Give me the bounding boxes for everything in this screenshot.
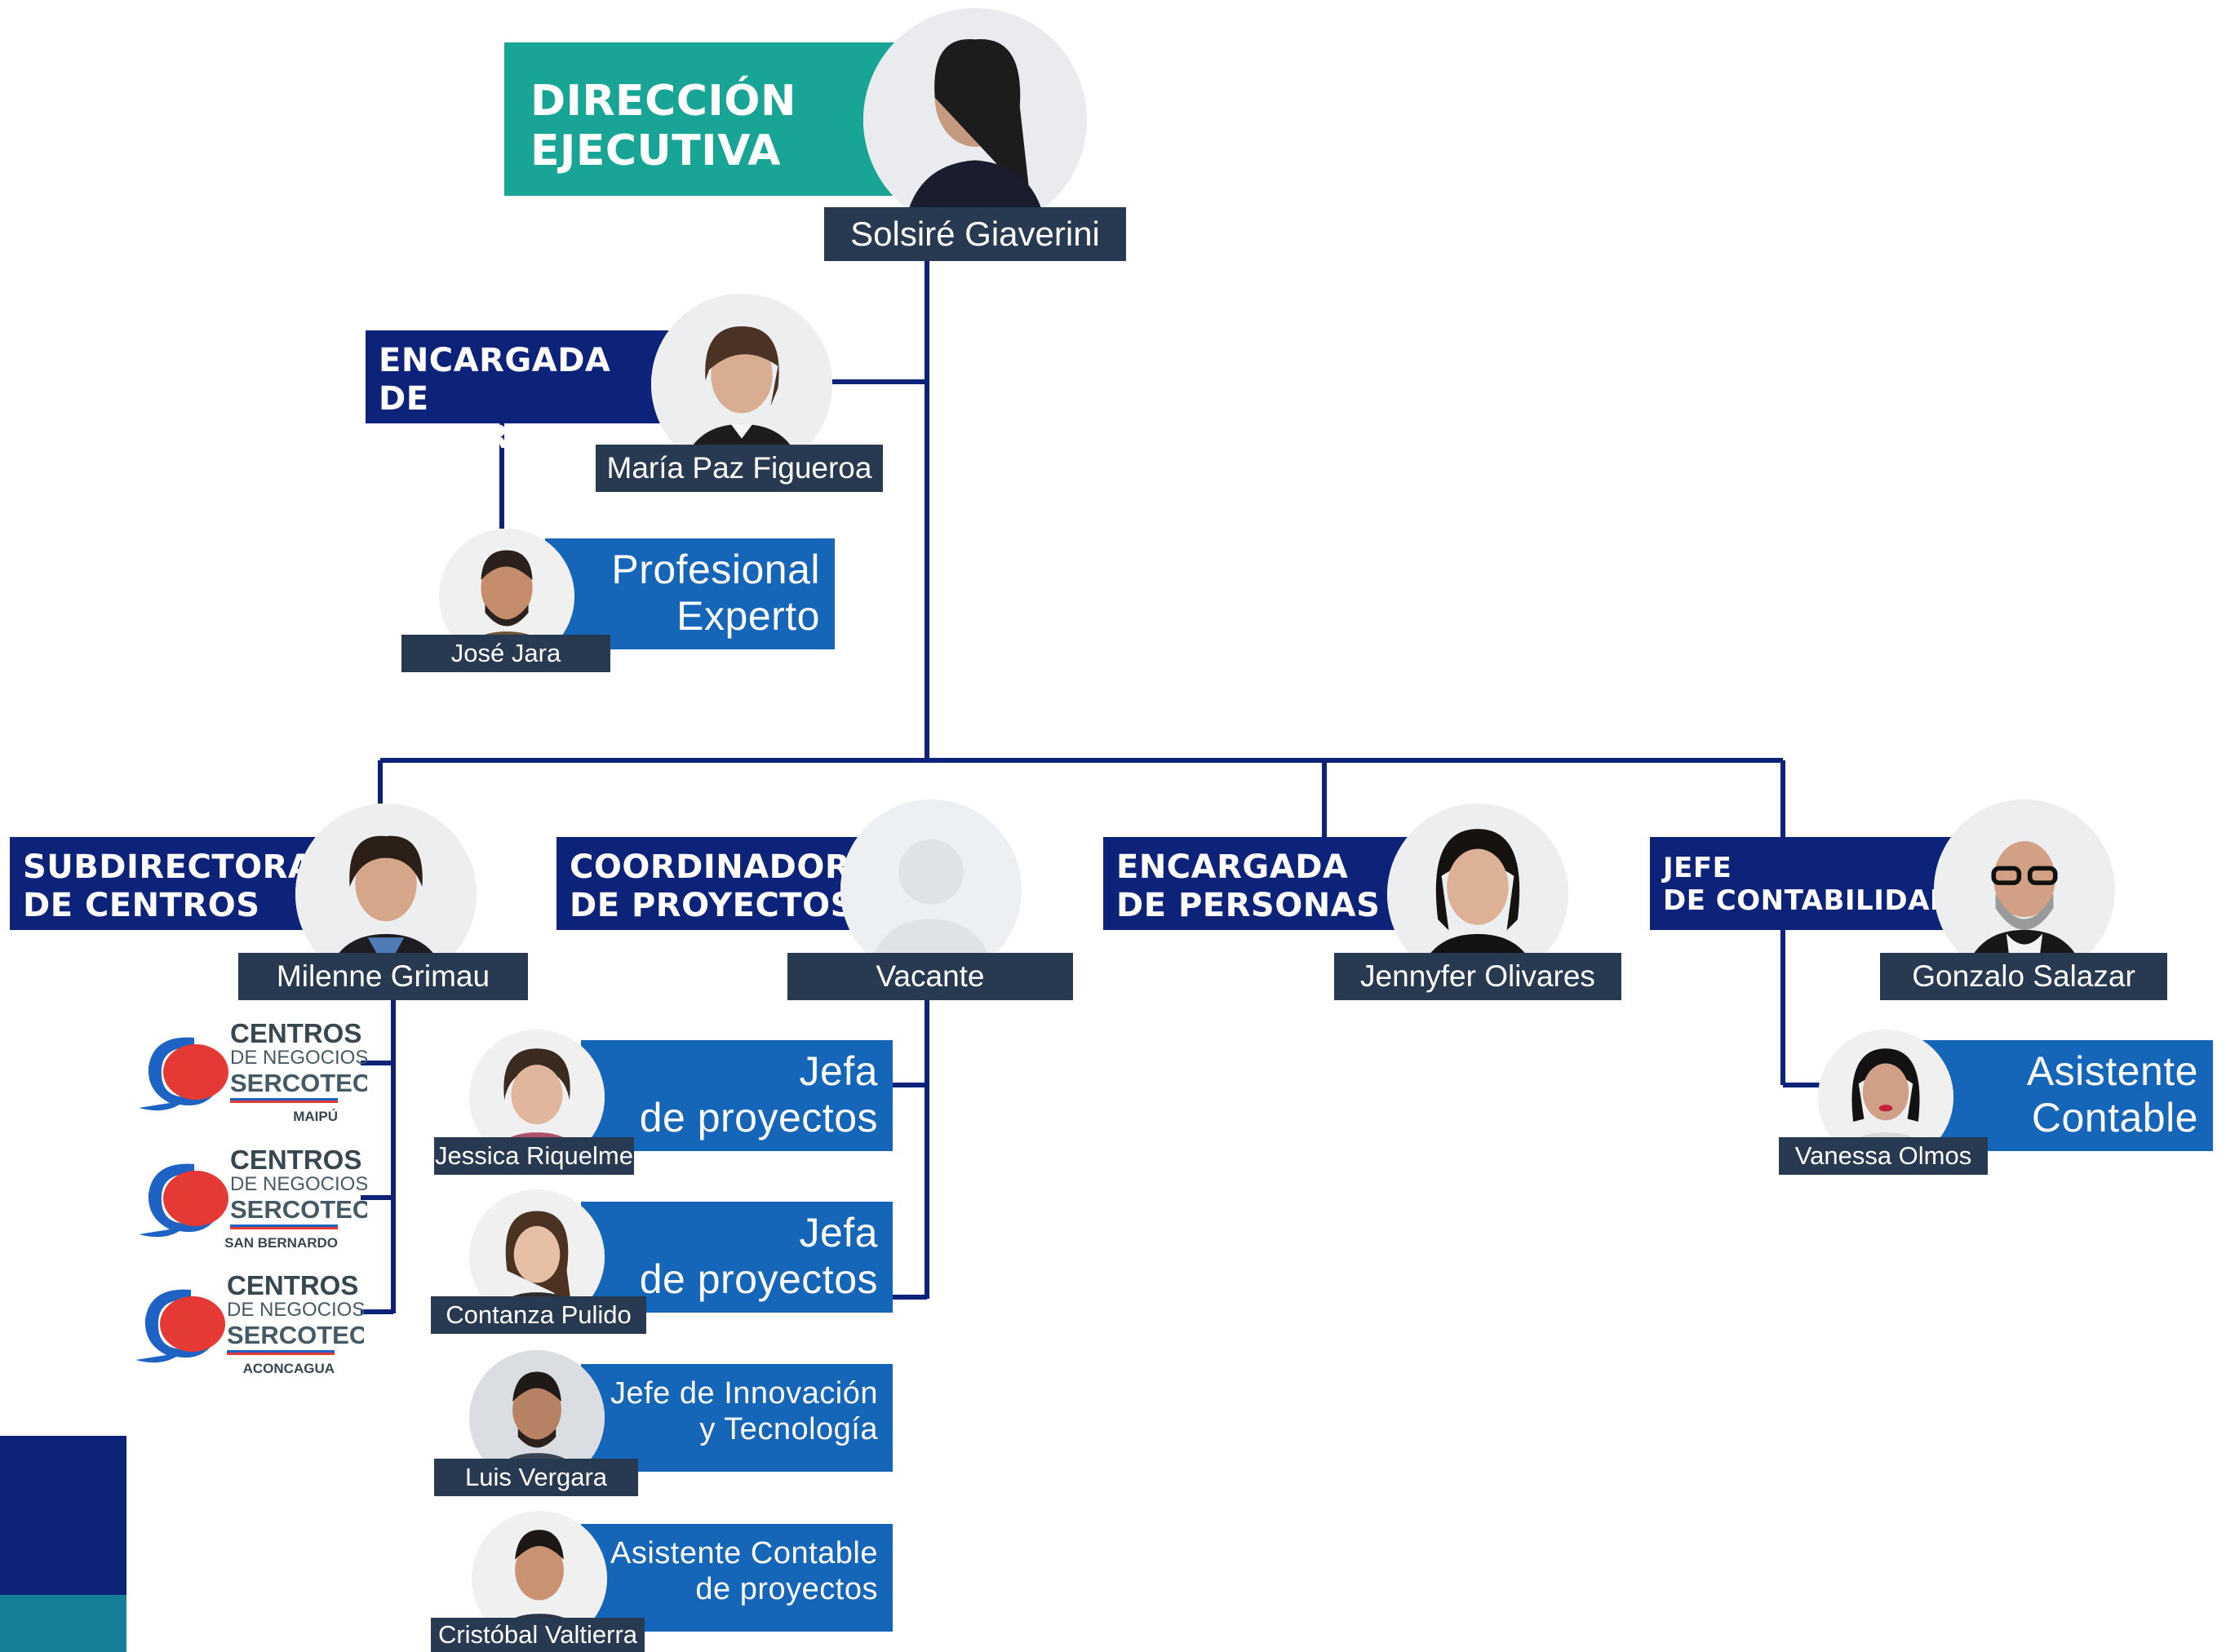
logo-line3: SERCOTEC — [227, 1321, 364, 1349]
coordinador-title-line2: DE PROYECTOS — [570, 887, 854, 925]
fundraising-title-line1: ENCARGADA — [379, 342, 611, 379]
personas-title-line2: DE PERSONAS — [1116, 887, 1381, 925]
logo-line3: SERCOTEC — [230, 1195, 367, 1224]
profesional-role-box: Profesional Experto — [545, 538, 835, 649]
logo-line3: SERCOTEC — [230, 1069, 367, 1097]
contabilidad-title-box: JEFE DE CONTABILIDAD — [1650, 837, 1968, 930]
logo-red-bubble — [163, 1171, 228, 1226]
vacante-avatar — [840, 799, 1022, 981]
cristobal-role-box: Asistente Contable de proyectos — [581, 1524, 893, 1632]
logo-line2: DE NEGOCIOS — [227, 1299, 364, 1321]
contabilidad-name: Gonzalo Salazar — [1880, 953, 2167, 1000]
jessica-role-line1: Jefa — [799, 1048, 878, 1094]
personas-name: Jennyfer Olivares — [1334, 953, 1621, 1000]
jessica-role-box: Jefa de proyectos — [581, 1040, 893, 1151]
logo-line1: CENTROS — [227, 1270, 358, 1300]
logo-line1: CENTROS — [230, 1145, 361, 1175]
luis-name: Luis Vergara — [434, 1459, 638, 1496]
vacante-name: Vacante — [787, 953, 1073, 1000]
subdirectora-name: Milenne Grimau — [238, 953, 528, 1000]
logo-blue-shape — [139, 1163, 219, 1238]
personas-title-box: ENCARGADA DE PERSONAS — [1103, 837, 1421, 930]
subdirectora-title-line1: SUBDIRECTORA — [23, 848, 314, 886]
asistente-role-line1: Asistente — [2026, 1048, 2198, 1094]
contabilidad-title-line2: DE CONTABILIDAD — [1663, 884, 1953, 918]
logo-location: MAIPÚ — [293, 1109, 338, 1124]
fundraising-title-line2: DE FUNDRAISING — [379, 380, 639, 457]
contanza-role-line1: Jefa — [799, 1210, 878, 1256]
luis-role-line1: Jefe de Innovación — [610, 1376, 878, 1411]
direccion-title-box: DIRECCIÓN EJECUTIVA — [504, 42, 912, 196]
sercotec-logo-maipu: CENTROS DE NEGOCIOS SERCOTEC MAIPÚ — [131, 1018, 367, 1132]
logo-line2: DE NEGOCIOS — [230, 1047, 367, 1069]
logo-line2: DE NEGOCIOS — [230, 1173, 367, 1195]
coordinador-title-box: COORDINADOR DE PROYECTOS — [556, 837, 875, 930]
logo-location: SAN BERNARDO — [224, 1235, 338, 1251]
direccion-avatar — [863, 8, 1087, 232]
jessica-role-line2: de proyectos — [639, 1095, 878, 1140]
sercotec-logo-aconcagua: CENTROS DE NEGOCIOS SERCOTEC ACONCAGUA — [127, 1270, 364, 1384]
contanza-role-line2: de proyectos — [639, 1256, 878, 1302]
direccion-title-line1: DIRECCIÓN — [530, 77, 796, 126]
corner-block-teal — [0, 1595, 126, 1652]
direccion-name: Solsiré Giaverini — [824, 207, 1126, 261]
contanza-role-box: Jefa de proyectos — [581, 1202, 893, 1313]
asistente-role-line2: Contable — [2031, 1095, 2198, 1140]
contabilidad-title-line1: JEFE — [1663, 852, 1732, 884]
direccion-title-line2: EJECUTIVA — [530, 126, 782, 176]
cristobal-name: Cristóbal Valtierra — [431, 1618, 645, 1652]
cristobal-role-line1: Asistente Contable — [610, 1536, 878, 1570]
subdirectora-title-box: SUBDIRECTORA DE CENTROS — [10, 837, 328, 930]
luis-role-box: Jefe de Innovación y Tecnología — [581, 1364, 893, 1472]
corner-block-navy — [0, 1436, 126, 1595]
profesional-role-line2: Experto — [676, 593, 820, 639]
jose-jara-name: José Jara — [401, 635, 610, 672]
cristobal-role-line2: de proyectos — [695, 1572, 878, 1607]
logo-blue-shape — [135, 1289, 215, 1363]
fundraising-name: María Paz Figueroa — [596, 445, 883, 492]
contanza-name: Contanza Pulido — [431, 1296, 646, 1334]
vanessa-name: Vanessa Olmos — [1779, 1137, 1988, 1175]
subdirectora-title-line2: DE CENTROS — [23, 887, 260, 925]
logo-location: ACONCAGUA — [243, 1361, 335, 1376]
logo-red-bubble — [163, 1044, 228, 1100]
personas-title-line1: ENCARGADA — [1116, 848, 1349, 886]
logo-line1: CENTROS — [230, 1018, 361, 1048]
logo-red-bubble — [160, 1296, 225, 1352]
coordinador-title-line1: COORDINADOR — [570, 848, 851, 886]
jessica-name: Jessica Riquelme — [434, 1137, 634, 1175]
fundraising-title-box: ENCARGADA DE FUNDRAISING — [366, 330, 700, 456]
sercotec-logo-san-bernardo: CENTROS DE NEGOCIOS SERCOTEC SAN BERNARD… — [131, 1145, 367, 1259]
profesional-role-line1: Profesional — [611, 547, 820, 592]
luis-role-line2: y Tecnología — [699, 1412, 878, 1447]
logo-blue-shape — [139, 1037, 219, 1111]
